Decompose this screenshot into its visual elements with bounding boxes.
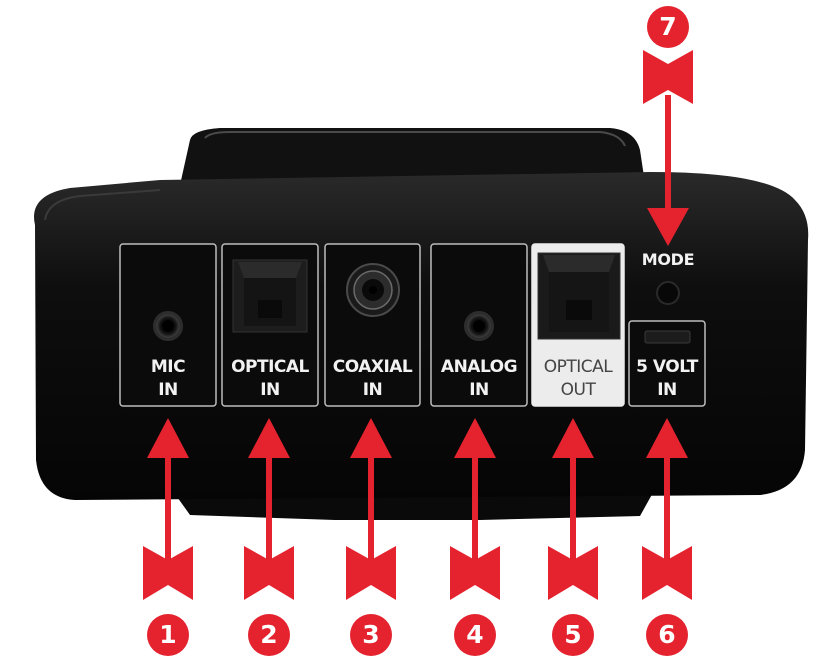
- port-label-line2: IN: [260, 380, 280, 400]
- port-label-mic-in: MIC IN: [120, 356, 216, 402]
- badge-7: 7: [647, 6, 689, 48]
- port-label-line1: OPTICAL: [543, 357, 613, 377]
- port-label-line2: IN: [362, 380, 383, 400]
- port-label-optical-in: OPTICAL IN: [222, 356, 318, 402]
- port-label-optical-out: OPTICAL OUT: [532, 356, 624, 402]
- arrow-3: [346, 418, 396, 600]
- arrow-6: [642, 418, 692, 600]
- port-label-coaxial-in: COAXIAL IN: [325, 356, 420, 402]
- badge-5: 5: [552, 614, 594, 656]
- optical-out-jack: [537, 252, 621, 340]
- arrow-5: [548, 418, 598, 600]
- port-label-line1: MIC: [150, 357, 186, 377]
- arrow-4: [450, 418, 500, 600]
- port-label-5-volt-in: 5 VOLT IN: [629, 356, 705, 402]
- badge-1: 1: [147, 614, 189, 656]
- usb-port: [644, 330, 691, 344]
- badge-2: 2: [248, 614, 290, 656]
- arrow-1: [143, 418, 193, 600]
- optical-in-jack: [232, 259, 308, 333]
- port-label-line1: COAXIAL: [332, 357, 413, 377]
- port-label-line2: IN: [469, 380, 489, 400]
- port-label-line2: IN: [158, 380, 178, 400]
- badge-6: 6: [646, 614, 688, 656]
- badge-3: 3: [350, 614, 392, 656]
- port-label-line1: 5 VOLT: [636, 357, 698, 377]
- port-label-analog-in: ANALOG IN: [431, 356, 527, 402]
- port-label-line1: ANALOG: [440, 357, 518, 377]
- device-body-edge: [44, 189, 161, 221]
- device-top-hump-sheen: [204, 131, 626, 147]
- arrow-7: [643, 50, 693, 246]
- arrows: [143, 50, 693, 600]
- mode-label: MODE: [641, 250, 695, 269]
- arrow-2: [244, 418, 294, 600]
- port-label-line2: OUT: [560, 380, 596, 400]
- port-label-line2: IN: [657, 380, 677, 400]
- coaxial-jack: [346, 263, 400, 317]
- mode-button: [656, 281, 680, 305]
- port-label-line1: OPTICAL: [231, 357, 309, 377]
- badge-4: 4: [454, 614, 496, 656]
